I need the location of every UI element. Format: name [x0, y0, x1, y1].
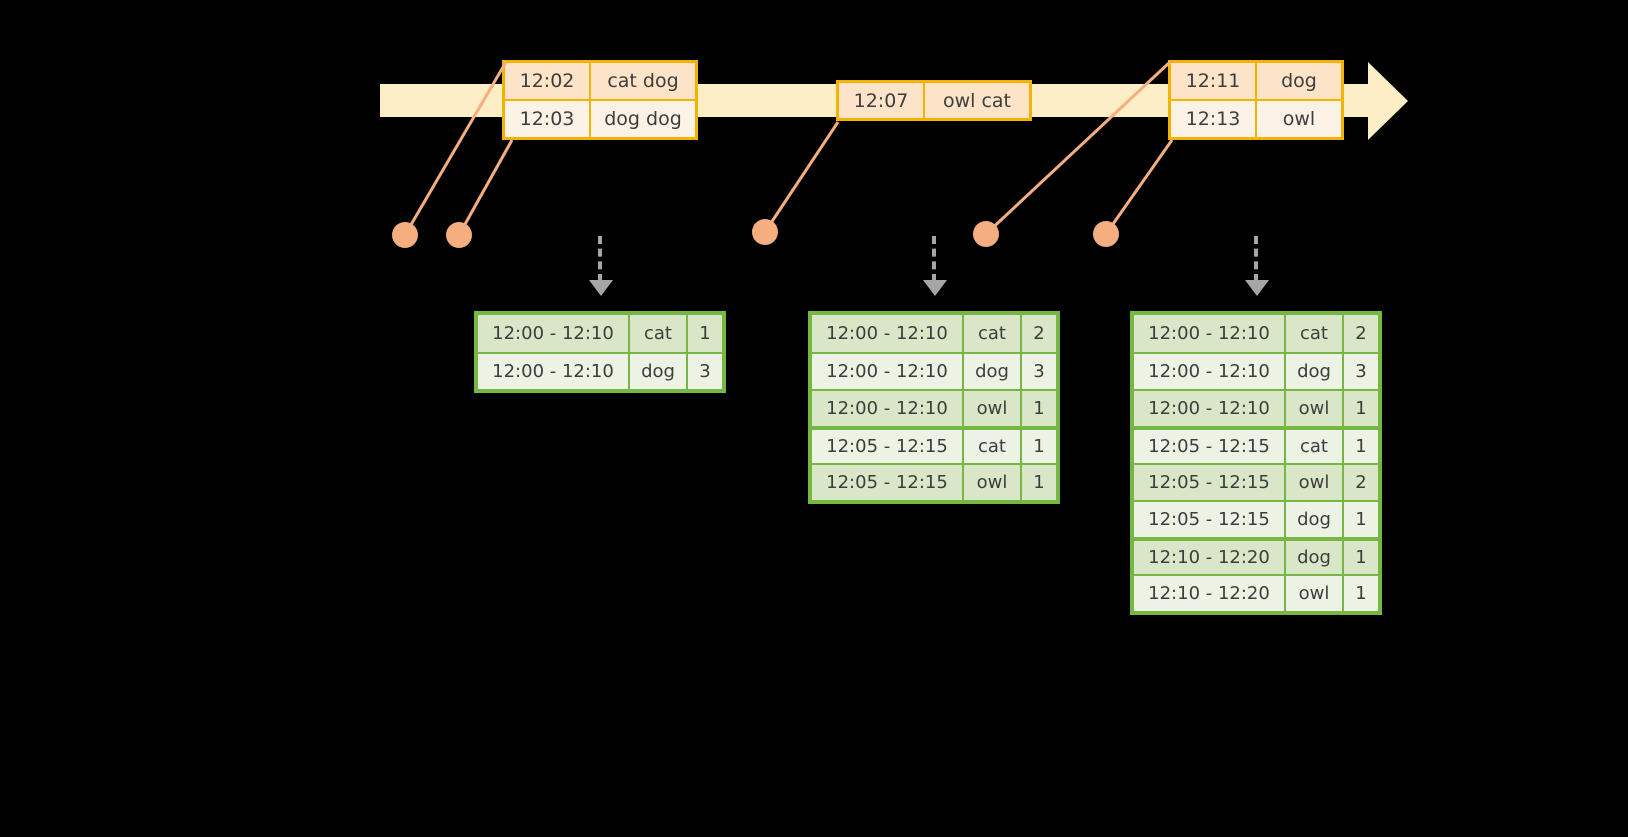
count-cell: 3 [699, 361, 711, 382]
connector-line [763, 121, 840, 233]
window-cell: 12:00 - 12:10 [812, 315, 964, 352]
count-cell: 1 [1355, 509, 1367, 530]
window-cell: 12:10 - 12:20 [1134, 576, 1286, 611]
event-payload: cat dog [607, 70, 679, 92]
event-time: 12:07 [839, 83, 925, 118]
window-cell: 12:00 - 12:10 [478, 315, 630, 352]
key-cell: dog [1286, 354, 1344, 389]
connector-dot [446, 222, 472, 248]
event-payload: dog [1281, 70, 1317, 92]
connector-dot [1093, 221, 1119, 247]
connector-line [457, 139, 514, 236]
connector-line [1104, 139, 1174, 235]
connector-dot [392, 222, 418, 248]
key-cell: cat [1286, 430, 1344, 463]
arrow-stem [598, 236, 602, 282]
window-cell: 12:10 - 12:20 [1134, 541, 1286, 574]
window-cell: 12:00 - 12:10 [478, 354, 630, 389]
event-payload: dog dog [604, 108, 682, 130]
event-row[interactable]: 12:03 dog dog [505, 99, 695, 137]
arrow-head-icon [923, 280, 947, 296]
count-cell: 1 [1033, 436, 1045, 457]
count-cell: 1 [1355, 436, 1367, 457]
arrow-stem [932, 236, 936, 282]
window-cell: 12:05 - 12:15 [812, 430, 964, 463]
window-cell: 12:00 - 12:10 [1134, 354, 1286, 389]
event-row[interactable]: 12:07 owl cat [839, 83, 1029, 118]
event-time: 12:03 [505, 101, 591, 137]
count-cell: 1 [699, 323, 711, 344]
event-time: 12:11 [1171, 63, 1257, 99]
event-row[interactable]: 12:13 owl [1171, 99, 1341, 137]
window-cell: 12:00 - 12:10 [812, 391, 964, 426]
count-cell: 1 [1033, 472, 1045, 493]
count-cell: 1 [1355, 398, 1367, 419]
window-cell: 12:00 - 12:10 [812, 354, 964, 389]
key-cell: owl [1286, 465, 1344, 500]
arrow-stem [1254, 236, 1258, 282]
connector-dot [973, 221, 999, 247]
event-time: 12:13 [1171, 101, 1257, 137]
count-cell: 2 [1033, 323, 1045, 344]
timeline-arrow-head [1368, 62, 1408, 140]
count-cell: 3 [1033, 361, 1045, 382]
key-cell: owl [964, 391, 1022, 426]
count-cell: 2 [1355, 472, 1367, 493]
key-cell: cat [964, 430, 1022, 463]
key-cell: owl [964, 465, 1022, 500]
event-payload: owl [1282, 108, 1316, 130]
count-cell: 2 [1355, 323, 1367, 344]
window-cell: 12:00 - 12:10 [1134, 391, 1286, 426]
count-cell: 3 [1355, 361, 1367, 382]
count-cell: 1 [1355, 547, 1367, 568]
key-cell: owl [1286, 576, 1344, 611]
key-cell: dog [964, 354, 1022, 389]
event-row[interactable]: 12:11 dog [1171, 63, 1341, 99]
event-box-3[interactable]: 12:11 dog 12:13 owl [1168, 60, 1344, 140]
count-cell: 1 [1033, 398, 1045, 419]
window-cell: 12:05 - 12:15 [1134, 465, 1286, 500]
key-cell: dog [1286, 502, 1344, 537]
event-box-2[interactable]: 12:07 owl cat [836, 80, 1032, 121]
count-cell: 1 [1355, 583, 1367, 604]
window-cell: 12:05 - 12:15 [1134, 502, 1286, 537]
key-cell: cat [1286, 315, 1344, 352]
key-cell: owl [1286, 391, 1344, 426]
window-cell: 12:05 - 12:15 [1134, 430, 1286, 463]
event-time: 12:02 [505, 63, 591, 99]
event-box-1[interactable]: 12:02 cat dog 12:03 dog dog [502, 60, 698, 140]
event-payload: owl cat [942, 89, 1012, 112]
window-cell: 12:00 - 12:10 [1134, 315, 1286, 352]
connector-dot [752, 219, 778, 245]
window-cell: 12:05 - 12:15 [812, 465, 964, 500]
event-row[interactable]: 12:02 cat dog [505, 63, 695, 99]
key-cell: dog [1286, 541, 1344, 574]
key-cell: cat [630, 315, 688, 352]
arrow-head-icon [1245, 280, 1269, 296]
key-cell: dog [630, 354, 688, 389]
key-cell: cat [964, 315, 1022, 352]
arrow-head-icon [589, 280, 613, 296]
